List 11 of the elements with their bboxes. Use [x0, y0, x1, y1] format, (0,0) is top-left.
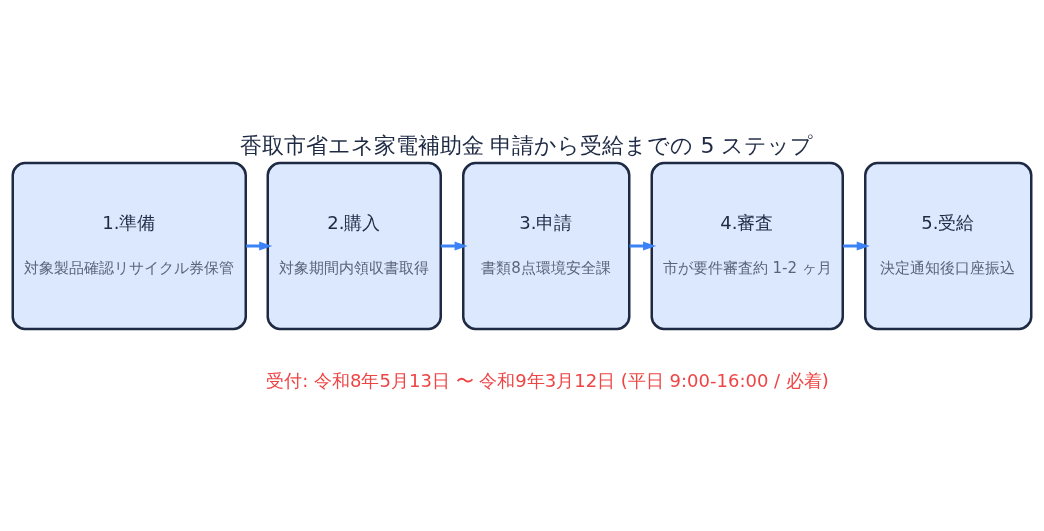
label: 受付: 令和8年5月13日 〜 令和9年3月12日 (平日 9:00-16:00 / 必着) [266, 369, 829, 391]
node-box: 4.審査 市が要件審査約 1-2 ヶ月 [650, 161, 844, 330]
node-box: 1.準備 対象製品確認リサイクル券保管 [11, 161, 247, 330]
node-box: 5.受給 決定通知後口座振込 [864, 161, 1033, 330]
arrow [629, 240, 657, 251]
arrow [246, 240, 273, 251]
arrow [440, 240, 468, 251]
node-box: 3.申請 書類8点環境安全課 [462, 161, 631, 330]
diagram-title: 香取市省エネ家電補助金 申請から受給までの 5 ステップ [239, 132, 814, 158]
node-box: 2.購入 対象期間内領収書取得 [266, 161, 442, 330]
arrow [843, 240, 870, 251]
